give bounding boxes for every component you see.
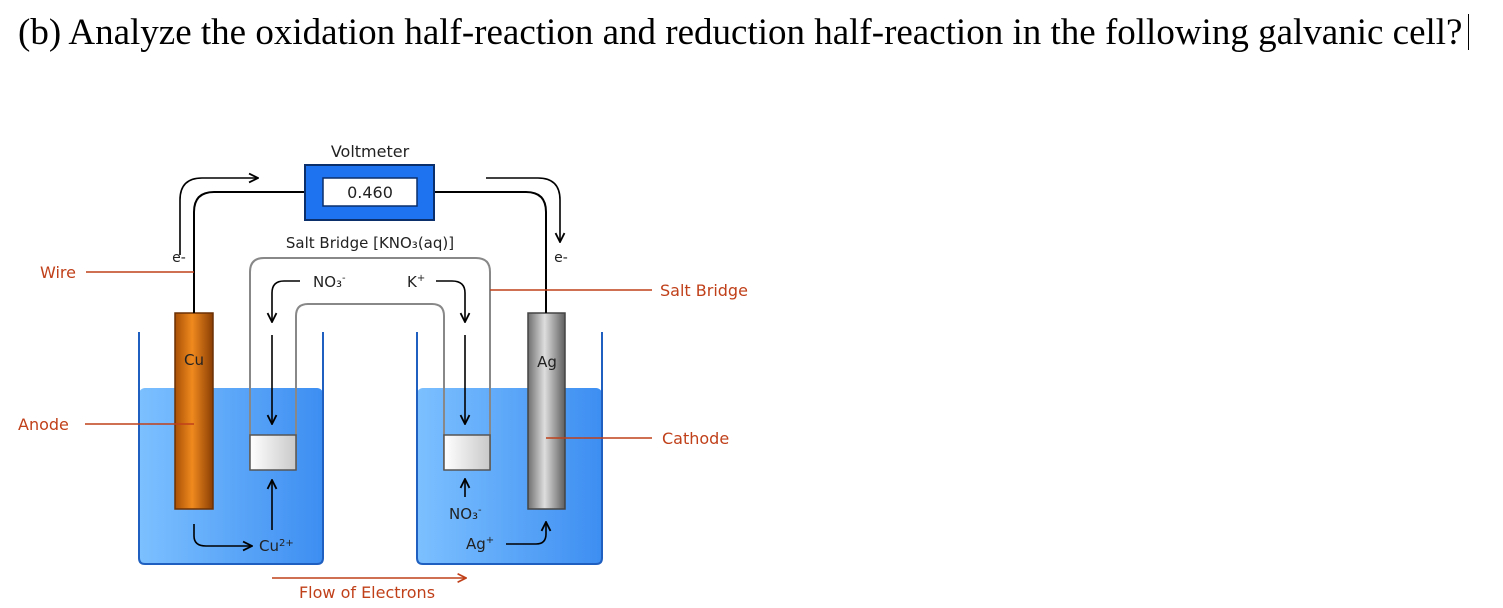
ag-ion-charge: +	[486, 535, 494, 546]
anion-text: NO₃	[313, 273, 342, 291]
cu-ion-charge: 2+	[279, 538, 294, 549]
cation-arrow-top	[436, 280, 465, 322]
question-sentence: (b) Analyze the oxidation half-reaction …	[18, 12, 1463, 53]
ag-ion-text: Ag	[466, 535, 486, 553]
voltmeter-title: Voltmeter	[331, 142, 410, 161]
electron-arrow-right	[486, 177, 560, 242]
cathode-metal-label: Ag	[537, 353, 557, 371]
voltmeter: Voltmeter 0.460	[304, 142, 435, 221]
electron-arrow-left	[179, 178, 258, 255]
salt-bridge-title: Salt Bridge [KNO₃(aq)]	[286, 234, 454, 252]
salt-bridge-tube	[249, 257, 491, 471]
anion-label-top: NO₃-	[313, 273, 346, 291]
callout-wire-text: Wire	[40, 263, 76, 282]
callout-cathode-text: Cathode	[662, 429, 729, 448]
anion-charge: -	[342, 273, 346, 284]
right-plug	[443, 434, 491, 471]
ag-ion-label: Ag+	[466, 535, 494, 553]
cation-charge: +	[417, 273, 425, 284]
silver-electrode: Ag	[527, 312, 566, 510]
electron-label-left: e-	[172, 250, 186, 266]
ag-ion-arrow	[506, 522, 546, 545]
callout-anode: Anode	[18, 415, 194, 434]
nitrate-right-text: NO₃	[449, 505, 478, 523]
voltmeter-display	[322, 177, 418, 207]
text-cursor	[1468, 14, 1470, 50]
anion-arrow-top	[272, 280, 300, 322]
cu-ion-label: Cu2+	[259, 537, 294, 555]
callout-wire: Wire	[40, 263, 194, 282]
flow-of-electrons: Flow of Electrons	[272, 578, 466, 602]
cu-ion-text: Cu	[259, 537, 279, 555]
callout-salt-bridge: Salt Bridge	[490, 281, 748, 300]
electron-label-right: e-	[554, 250, 568, 266]
callout-salt-bridge-text: Salt Bridge	[660, 281, 748, 300]
anode-metal-label: Cu	[184, 351, 204, 369]
cu-ion-arrow	[193, 524, 252, 546]
cation-label-top: K+	[407, 273, 425, 291]
right-beaker-wall	[416, 332, 603, 565]
voltmeter-reading: 0.460	[347, 183, 393, 202]
nitrate-label-right: NO₃-	[449, 505, 482, 523]
question-text: (b) Analyze the oxidation half-reaction …	[18, 10, 1488, 56]
flow-label: Flow of Electrons	[299, 583, 435, 602]
left-plug	[249, 434, 297, 471]
cation-text: K	[407, 273, 418, 291]
right-wire	[434, 191, 547, 313]
left-wire	[193, 191, 306, 313]
left-beaker-wall	[138, 332, 324, 565]
callout-cathode: Cathode	[546, 429, 729, 448]
copper-electrode: Cu	[174, 312, 214, 510]
nitrate-right-charge: -	[478, 505, 482, 516]
callout-anode-text: Anode	[18, 415, 69, 434]
